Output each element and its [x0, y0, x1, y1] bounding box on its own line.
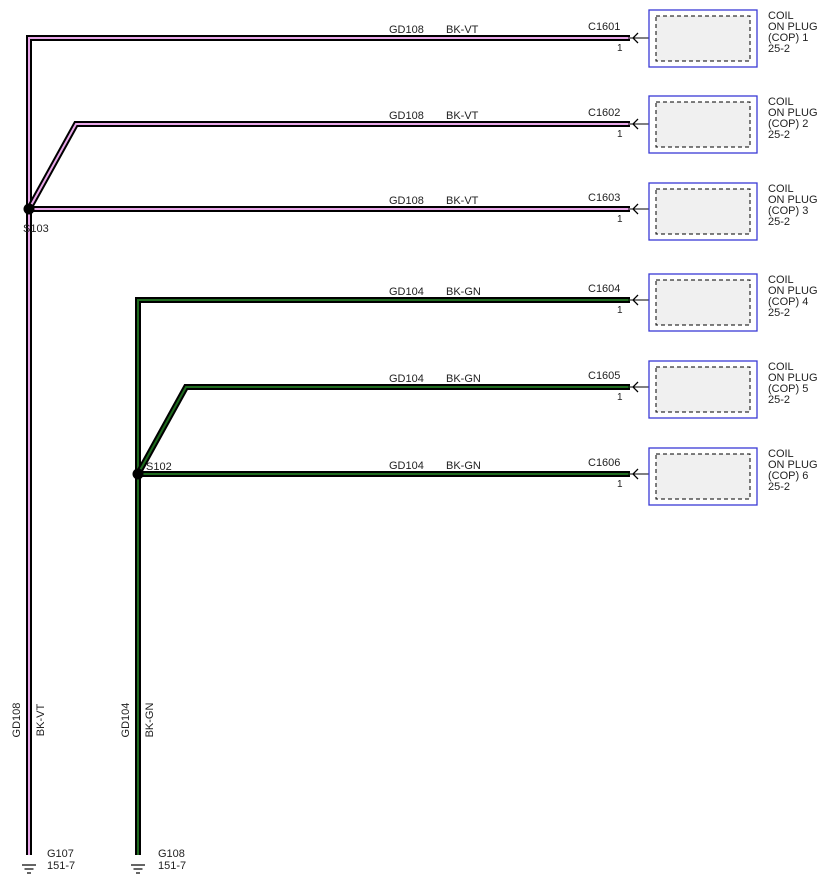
component-inner-dashed [655, 15, 751, 62]
wire-color-label: BK-GN [446, 460, 481, 472]
wire-circuit-label: GD108 [389, 24, 424, 36]
wire-circuit-label: GD108 [389, 110, 424, 122]
component-label-line-4: 25-2 [768, 43, 790, 55]
component-label-line-3: (COP) 4 [768, 296, 808, 308]
wire-color-label: BK-GN [446, 373, 481, 385]
connector-chevron [632, 118, 639, 130]
connector-chevron [632, 203, 639, 215]
pin-number-label: 1 [617, 392, 623, 403]
pin-number-label: 1 [617, 479, 623, 490]
component-label-line-1: COIL [768, 96, 794, 108]
component-label-line-3: (COP) 3 [768, 205, 808, 217]
component-label-line-1: COIL [768, 274, 794, 286]
connector-id-label: C1605 [588, 370, 620, 382]
connector-chevron [632, 294, 639, 306]
connector-id-label: C1601 [588, 21, 620, 33]
connector-chevron [632, 32, 639, 44]
splice-label: S102 [146, 461, 172, 473]
component-inner-dashed [655, 453, 751, 500]
circuit-gd104-branch-wire-2-outer [135, 384, 630, 476]
component-label-line-4: 25-2 [768, 216, 790, 228]
wire-circuit-label: GD104 [389, 286, 424, 298]
component-inner-dashed [655, 366, 751, 413]
circuit-gd104-trunk-wire-outer [135, 297, 630, 855]
trunk-circuit-label: GD104 [120, 703, 132, 738]
splice-dot-s103 [23, 203, 35, 215]
splice-label: S103 [23, 223, 49, 235]
component-label-line-3: (COP) 5 [768, 383, 808, 395]
component-label-line-2: ON PLUG [768, 285, 818, 297]
component-label-line-1: COIL [768, 183, 794, 195]
component-inner-dashed [655, 279, 751, 326]
connector-id-label: C1604 [588, 283, 620, 295]
component-label-line-4: 25-2 [768, 129, 790, 141]
ground-ref-label: 151-7 [158, 860, 186, 872]
circuit-gd104-trunk-wire-stripe [137, 299, 630, 855]
wire-color-label: BK-VT [446, 24, 479, 36]
trunk-circuit-label: GD108 [11, 703, 23, 738]
trunk-color-label: BK-VT [35, 704, 47, 737]
component-label-line-3: (COP) 2 [768, 118, 808, 130]
circuit-gd108-branch-wire-2-stripe [28, 123, 630, 210]
splice-dot-s102 [132, 468, 144, 480]
ground-symbol-icon [22, 864, 36, 874]
component-label-line-1: COIL [768, 10, 794, 22]
circuit-gd108-trunk-wire-stripe [28, 37, 630, 855]
component-label-line-3: (COP) 1 [768, 32, 808, 44]
wire-circuit-label: GD104 [389, 373, 424, 385]
connector-chevron [632, 468, 639, 480]
circuit-gd108-trunk-wire [26, 35, 630, 855]
component-label-line-2: ON PLUG [768, 372, 818, 384]
ground-ref-label: 151-7 [47, 860, 75, 872]
pin-number-label: 1 [617, 305, 623, 316]
ground-name-label: G107 [47, 848, 74, 860]
wire-circuit-label: GD104 [389, 460, 424, 472]
wire-color-label: BK-VT [446, 195, 479, 207]
component-label-line-2: ON PLUG [768, 459, 818, 471]
wire-color-label: BK-VT [446, 110, 479, 122]
wire-circuit-label: GD108 [389, 195, 424, 207]
connector-chevron [632, 381, 639, 393]
component-label-line-4: 25-2 [768, 307, 790, 319]
connector-id-label: C1606 [588, 457, 620, 469]
circuit-gd108-branch-wire-2-outer [26, 121, 630, 211]
pin-number-label: 1 [617, 129, 623, 140]
pin-number-label: 1 [617, 214, 623, 225]
circuit-gd108-branch-wire-2 [26, 121, 630, 211]
circuit-gd104-trunk-wire [135, 297, 630, 855]
component-inner-dashed [655, 101, 751, 148]
circuit-gd104-branch-wire-2-stripe [137, 386, 630, 475]
circuit-gd104-branch-wire-2 [135, 384, 630, 476]
pin-number-label: 1 [617, 43, 623, 54]
component-inner-dashed [655, 188, 751, 235]
component-label-line-1: COIL [768, 448, 794, 460]
component-label-line-2: ON PLUG [768, 107, 818, 119]
ground-name-label: G108 [158, 848, 185, 860]
component-label-line-2: ON PLUG [768, 194, 818, 206]
wire-color-label: BK-GN [446, 286, 481, 298]
component-label-line-1: COIL [768, 361, 794, 373]
ground-symbol-icon [131, 864, 145, 874]
component-label-line-4: 25-2 [768, 394, 790, 406]
connector-id-label: C1602 [588, 107, 620, 119]
component-label-line-3: (COP) 6 [768, 470, 808, 482]
component-label-line-2: ON PLUG [768, 21, 818, 33]
trunk-color-label: BK-GN [144, 703, 156, 738]
component-label-line-4: 25-2 [768, 481, 790, 493]
connector-id-label: C1603 [588, 192, 620, 204]
